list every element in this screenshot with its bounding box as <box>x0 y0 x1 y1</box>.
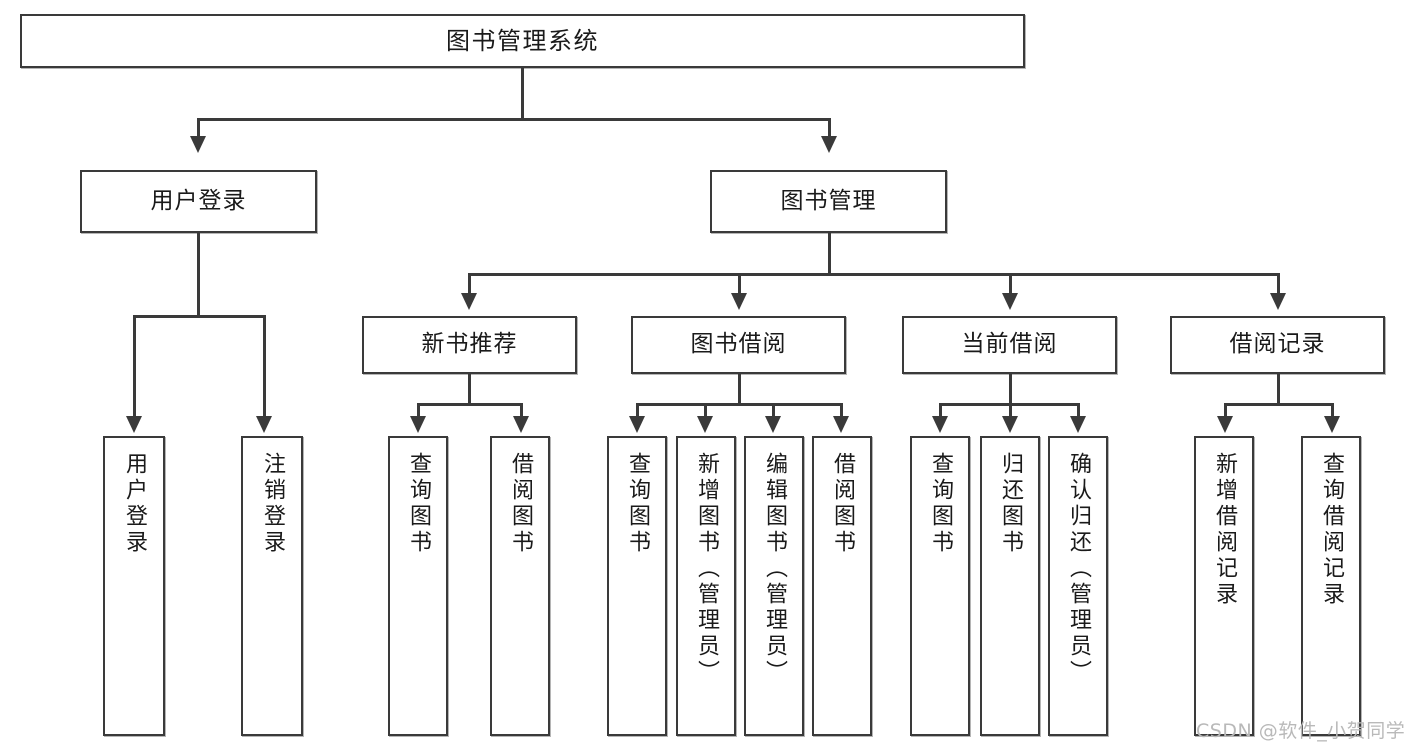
connector-current-borrow-leaf-2 <box>1077 403 1080 418</box>
leaf-query-book-recommend[interactable]: 查询图书 <box>388 436 448 736</box>
connector-to-leaf-user-login <box>133 315 136 418</box>
leaf-return-book[interactable]: 归还图书 <box>980 436 1040 736</box>
connector-to-current-borrow <box>1009 273 1012 295</box>
node-label: 确认归还（管理员） <box>1066 452 1091 686</box>
node-label: 查询图书 <box>928 452 953 556</box>
connector-borrow-record-stem <box>1277 374 1280 406</box>
node-label: 用户登录 <box>150 187 247 214</box>
node-label: 图书管理系统 <box>446 26 599 55</box>
arrowhead-book-borrow-leaf-1 <box>697 416 713 433</box>
leaf-confirm-return-admin[interactable]: 确认归还（管理员） <box>1048 436 1108 736</box>
connector-borrow-record-bus <box>1224 403 1334 406</box>
leaf-logout[interactable]: 注销登录 <box>241 436 303 736</box>
node-label: 新增图书（管理员） <box>694 452 719 686</box>
node-book-management[interactable]: 图书管理 <box>710 170 947 233</box>
node-label: 新书推荐 <box>421 331 518 358</box>
leaf-add-book-admin[interactable]: 新增图书（管理员） <box>676 436 736 736</box>
connector-user-login-stem <box>197 233 200 318</box>
arrowhead-book-borrow-leaf-2 <box>765 416 781 433</box>
arrowhead-book-borrow-leaf-3 <box>833 416 849 433</box>
connector-book-manage-bus <box>468 273 1280 276</box>
connector-root-to-book-manage <box>828 118 831 138</box>
connector-book-borrow-stem <box>738 374 741 406</box>
arrowhead-leaf-logout <box>256 416 272 433</box>
node-root-book-management-system[interactable]: 图书管理系统 <box>20 14 1025 68</box>
node-current-borrow[interactable]: 当前借阅 <box>902 316 1117 374</box>
connector-borrow-record-leaf-0 <box>1224 403 1227 418</box>
node-label: 借阅记录 <box>1229 331 1326 358</box>
arrowhead-current-borrow-leaf-1 <box>1002 416 1018 433</box>
node-label: 图书管理 <box>780 187 877 214</box>
connector-book-borrow-leaf-0 <box>636 403 639 418</box>
arrowhead-borrow-record-leaf-0 <box>1217 416 1233 433</box>
leaf-borrow-book[interactable]: 借阅图书 <box>812 436 872 736</box>
connector-new-book-leaf-1 <box>520 403 523 418</box>
connector-current-borrow-stem <box>1009 374 1012 406</box>
connector-book-borrow-bus <box>636 403 843 406</box>
arrowhead-leaf-user-login <box>126 416 142 433</box>
node-label: 查询图书 <box>625 452 650 556</box>
arrowhead-user-login <box>190 136 206 153</box>
node-label: 用户登录 <box>122 452 147 556</box>
connector-to-new-book <box>468 273 471 295</box>
leaf-borrow-book-recommend[interactable]: 借阅图书 <box>490 436 550 736</box>
connector-root-bus <box>197 118 831 121</box>
arrowhead-borrow-record-leaf-1 <box>1324 416 1340 433</box>
arrowhead-new-book-leaf-1 <box>513 416 529 433</box>
arrowhead-new-book-leaf-0 <box>410 416 426 433</box>
leaf-query-book[interactable]: 查询图书 <box>607 436 667 736</box>
node-label: 查询图书 <box>406 452 431 556</box>
arrowhead-borrow-record <box>1270 293 1286 310</box>
arrowhead-book-borrow <box>731 293 747 310</box>
leaf-user-login[interactable]: 用户登录 <box>103 436 165 736</box>
connector-borrow-record-leaf-1 <box>1331 403 1334 418</box>
arrowhead-book-manage <box>821 136 837 153</box>
node-new-book-recommend[interactable]: 新书推荐 <box>362 316 577 374</box>
node-label: 编辑图书（管理员） <box>762 452 787 686</box>
connector-new-book-bus <box>417 403 523 406</box>
leaf-query-borrow-record[interactable]: 查询借阅记录 <box>1301 436 1361 736</box>
node-borrow-record[interactable]: 借阅记录 <box>1170 316 1385 374</box>
arrowhead-current-borrow-leaf-2 <box>1070 416 1086 433</box>
connector-current-borrow-leaf-1 <box>1009 403 1012 418</box>
connector-book-borrow-leaf-1 <box>704 403 707 418</box>
arrowhead-current-borrow-leaf-0 <box>932 416 948 433</box>
node-user-login[interactable]: 用户登录 <box>80 170 317 233</box>
node-label: 新增借阅记录 <box>1212 452 1237 608</box>
connector-book-manage-stem <box>828 233 831 275</box>
node-label: 借阅图书 <box>830 452 855 556</box>
leaf-query-book-current[interactable]: 查询图书 <box>910 436 970 736</box>
connector-to-leaf-logout <box>263 315 266 418</box>
connector-book-borrow-leaf-2 <box>772 403 775 418</box>
connector-root-to-user-login <box>197 118 200 138</box>
connector-root-stem <box>521 68 524 120</box>
node-label: 注销登录 <box>260 452 285 556</box>
arrowhead-new-book <box>461 293 477 310</box>
connector-to-book-borrow <box>738 273 741 295</box>
arrowhead-current-borrow <box>1002 293 1018 310</box>
node-label: 查询借阅记录 <box>1319 452 1344 608</box>
connector-to-borrow-record <box>1277 273 1280 295</box>
node-label: 归还图书 <box>998 452 1023 556</box>
arrowhead-book-borrow-leaf-0 <box>629 416 645 433</box>
node-book-borrow[interactable]: 图书借阅 <box>631 316 846 374</box>
connector-user-login-bus <box>133 315 266 318</box>
leaf-add-borrow-record[interactable]: 新增借阅记录 <box>1194 436 1254 736</box>
connector-current-borrow-leaf-0 <box>939 403 942 418</box>
node-label: 借阅图书 <box>508 452 533 556</box>
leaf-edit-book-admin[interactable]: 编辑图书（管理员） <box>744 436 804 736</box>
connector-new-book-stem <box>468 374 471 406</box>
node-label: 当前借阅 <box>961 331 1058 358</box>
node-label: 图书借阅 <box>690 331 787 358</box>
connector-book-borrow-leaf-3 <box>840 403 843 418</box>
connector-new-book-leaf-0 <box>417 403 420 418</box>
csdn-watermark: CSDN @软件_小贺同学 <box>1196 720 1405 742</box>
